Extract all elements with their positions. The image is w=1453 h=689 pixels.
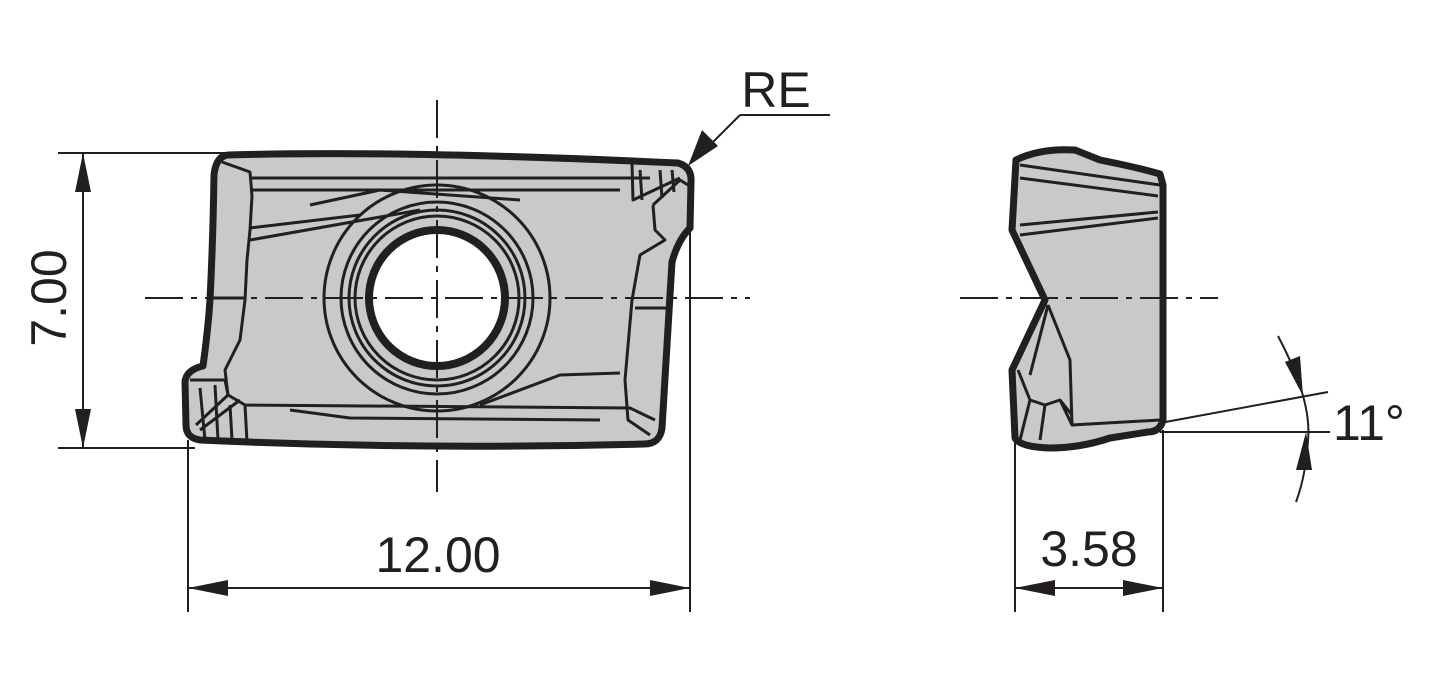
length-dimension-label: 12.00 <box>375 527 500 583</box>
front-view <box>181 150 695 450</box>
thickness-dimension-label: 3.58 <box>1040 521 1137 577</box>
side-facets <box>1016 163 1161 441</box>
corner-radius-callout: RE <box>688 62 830 166</box>
centerlines <box>145 100 1218 492</box>
clearance-angle-label: 11° <box>1333 395 1405 451</box>
height-dimension: 7.00 <box>21 152 228 449</box>
clearance-angle-dimension: 11° <box>1159 335 1405 503</box>
height-dimension-label: 7.00 <box>21 249 77 346</box>
length-dimension: 12.00 <box>187 185 691 612</box>
thickness-dimension: 3.58 <box>1014 430 1164 612</box>
corner-radius-label: RE <box>741 62 810 118</box>
